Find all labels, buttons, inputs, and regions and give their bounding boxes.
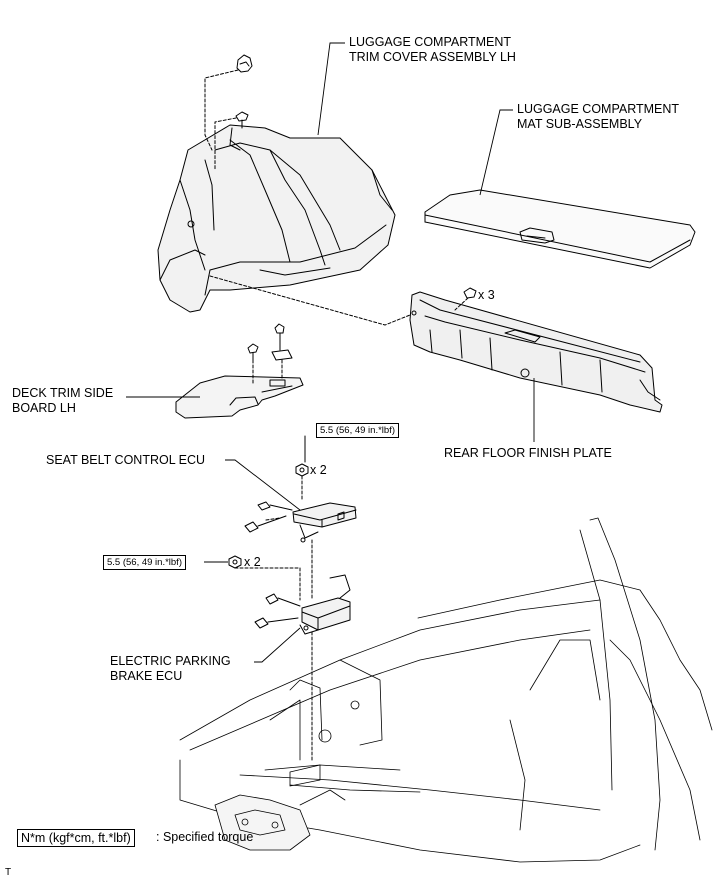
mat-label-line1: LUGGAGE COMPARTMENT: [517, 102, 680, 116]
seat-belt-ecu-drawing: [292, 502, 357, 543]
seat-belt-connector-2: [244, 515, 287, 533]
deck-board-label-line1: DECK TRIM SIDE: [12, 386, 114, 400]
corner-mark: T: [5, 867, 12, 878]
lower-nut: [228, 555, 242, 569]
trim-cover-screw: [235, 111, 249, 129]
clip-quantity: x 3: [478, 288, 495, 302]
legend-torque-box: N*m (kgf*cm, ft.*lbf): [17, 829, 135, 847]
seat-belt-ecu-label: SEAT BELT CONTROL ECU: [46, 453, 206, 467]
trim-cover-clip: [236, 54, 253, 73]
upper-nut-quantity: x 2: [310, 463, 327, 477]
deck-board-bolt: [271, 323, 293, 361]
deck-trim-board-drawing: [175, 375, 304, 419]
finish-plate-label: REAR FLOOR FINISH PLATE: [444, 446, 612, 460]
parking-brake-connector-2: [254, 617, 299, 629]
finish-plate-clip: [463, 287, 477, 299]
luggage-mat-drawing: [424, 189, 696, 269]
parking-brake-ecu-drawing: [299, 574, 351, 635]
upper-torque-box: 5.5 (56, 49 in.*lbf): [316, 423, 399, 438]
parking-brake-ecu-label-line1: ELECTRIC PARKING: [110, 654, 231, 668]
leader-lines: [126, 42, 535, 663]
parking-brake-connector-1: [265, 593, 301, 607]
trim-cover-label: LUGGAGE COMPARTMENT TRIM COVER ASSEMBLY …: [349, 35, 516, 65]
deck-board-label-line2: BOARD LH: [12, 401, 76, 415]
parking-brake-ecu-label-line2: BRAKE ECU: [110, 669, 183, 683]
rear-floor-finish-plate-drawing: [409, 291, 663, 413]
deck-board-clip: [247, 343, 259, 361]
trim-cover-label-line1: LUGGAGE COMPARTMENT: [349, 35, 512, 49]
upper-nut: [295, 463, 309, 477]
mat-label-line2: MAT SUB-ASSEMBLY: [517, 117, 643, 131]
lower-nut-quantity: x 2: [244, 555, 261, 569]
legend-description: : Specified torque: [156, 830, 254, 844]
vehicle-body-drawing: [179, 517, 713, 863]
trim-cover-label-line2: TRIM COVER ASSEMBLY LH: [349, 50, 516, 64]
mat-label: LUGGAGE COMPARTMENT MAT SUB-ASSEMBLY: [517, 102, 679, 132]
deck-board-label: DECK TRIM SIDE BOARD LH: [12, 386, 113, 416]
parking-brake-ecu-label: ELECTRIC PARKING BRAKE ECU: [110, 654, 231, 684]
lower-torque-box: 5.5 (56, 49 in.*lbf): [103, 555, 186, 570]
trim-cover-drawing: [157, 124, 396, 313]
seat-belt-connector-1: [257, 501, 293, 511]
